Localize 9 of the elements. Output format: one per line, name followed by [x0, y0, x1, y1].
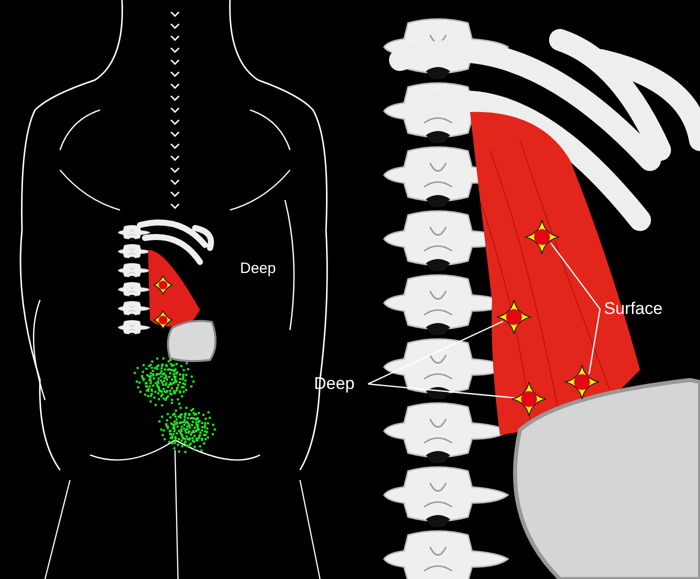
leader-line — [550, 242, 601, 310]
trigger-point-marker — [564, 364, 600, 400]
leader-line — [588, 308, 601, 374]
leader-line — [368, 320, 504, 385]
trigger-point-marker — [511, 381, 547, 417]
leader-line — [368, 383, 516, 399]
trigger-point-marker — [496, 299, 532, 335]
trigger-point-marker — [524, 219, 560, 255]
depth-label: Deep — [240, 259, 276, 279]
